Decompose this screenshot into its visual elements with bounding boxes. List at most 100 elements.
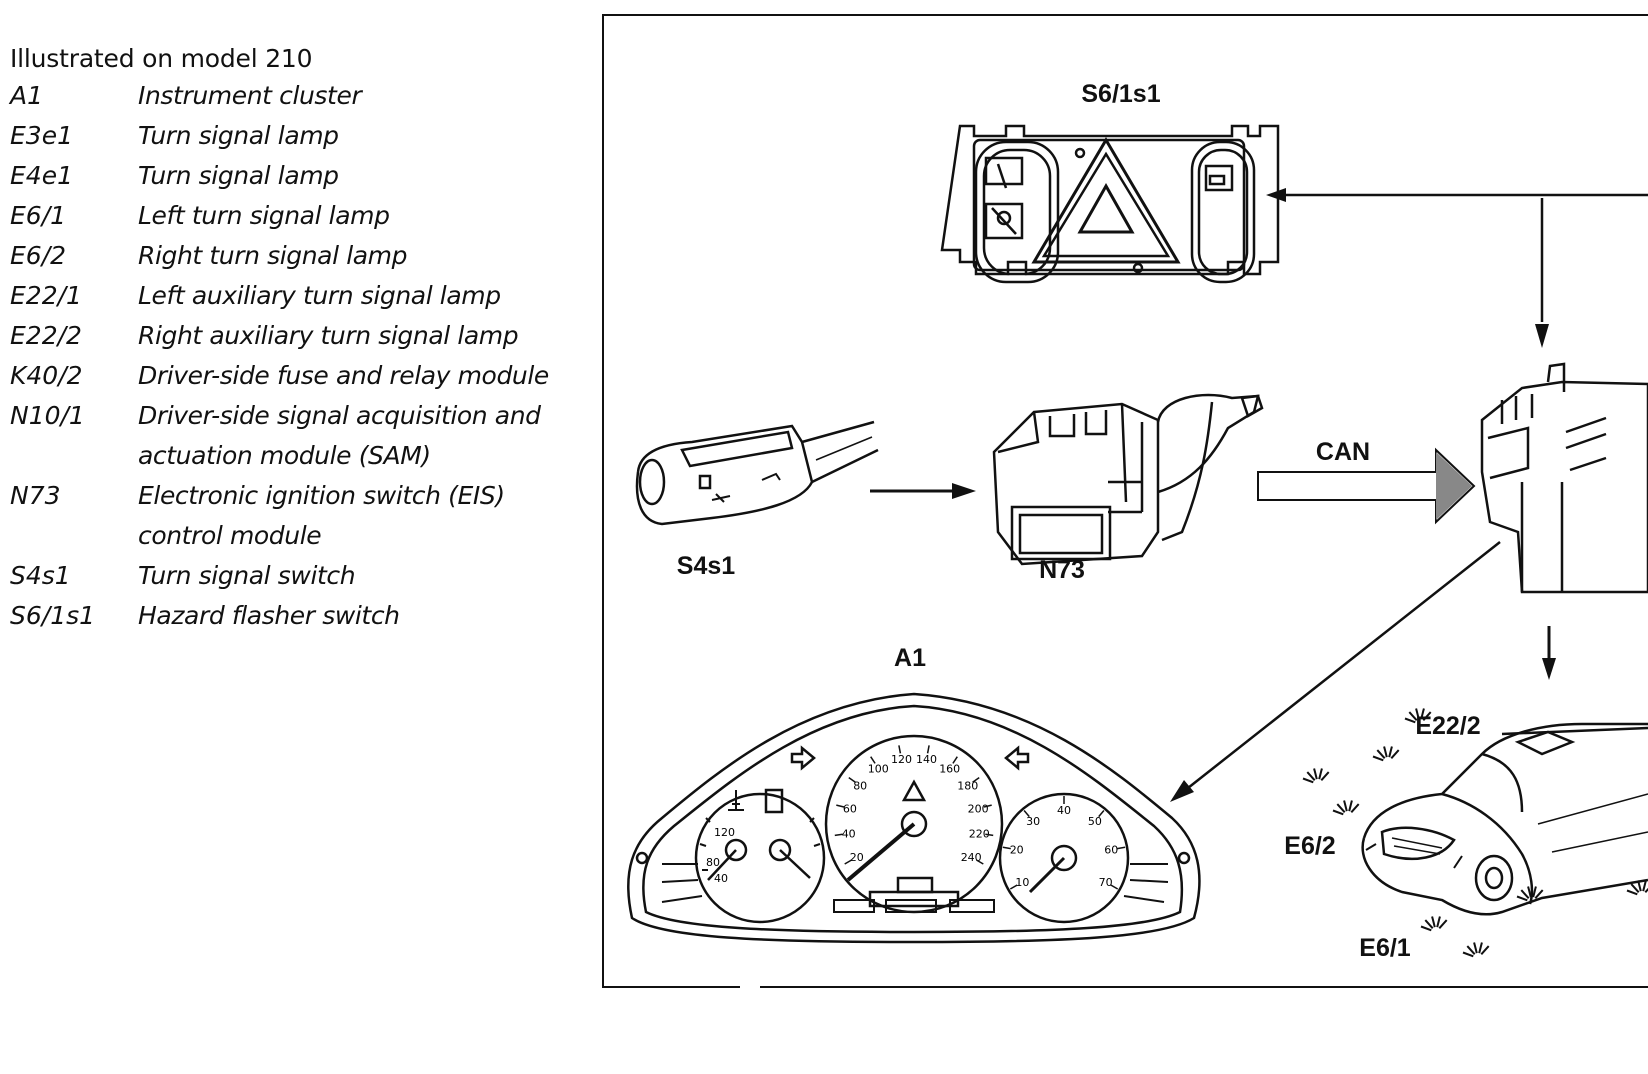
- speedometer-tick-label: 80: [853, 780, 867, 793]
- legend-item: E6/2 Right turn signal lamp: [10, 236, 595, 276]
- lamp-ray: [1376, 749, 1386, 759]
- legend-code: E22/2: [10, 321, 82, 350]
- speedometer-tick-label: 160: [939, 763, 960, 776]
- lamp-ray: [1420, 925, 1432, 932]
- lamp-ray-burst: [1516, 886, 1544, 902]
- right-turn-indicator-icon: [1004, 745, 1030, 771]
- lamp-ray-burst: [1462, 942, 1490, 958]
- lamp-ray: [1415, 708, 1420, 720]
- tachometer-tick-mark: [1009, 884, 1018, 890]
- speedometer-tick-label: 180: [957, 780, 978, 793]
- lamp-ray-burst: [1626, 880, 1648, 896]
- lamp-ray: [1642, 880, 1647, 892]
- speedometer-tick-mark: [870, 756, 876, 764]
- speedometer-tick-label: 60: [843, 802, 857, 815]
- lamp-flash-rays: [1302, 708, 1648, 958]
- legend-heading: Illustrated on model 210: [10, 44, 313, 73]
- legend-code: K40/2: [10, 361, 83, 390]
- lamp-ray: [1320, 771, 1330, 781]
- speedometer-tick-label: 140: [916, 753, 937, 766]
- speedometer-tick-label: 200: [968, 802, 989, 815]
- label-a1: A1: [894, 644, 926, 672]
- arrow-to-hazard-switch: [1266, 188, 1648, 348]
- tachometer-tick-label: 70: [1099, 876, 1113, 889]
- legend-item: S4s1 Turn signal switch: [10, 556, 595, 596]
- lamp-ray: [1534, 889, 1544, 899]
- lamp-ray: [1332, 809, 1344, 816]
- lamp-ray: [1390, 749, 1400, 759]
- lamp-ray: [1420, 708, 1425, 720]
- legend-description: Driver-side fuse and relay module: [138, 361, 549, 390]
- instrument-cluster: [627, 692, 1201, 944]
- legend-item: K40/2 Driver-side fuse and relay module: [10, 356, 595, 396]
- tachometer-tick-label: 60: [1104, 844, 1118, 857]
- lamp-ray: [1424, 919, 1434, 929]
- legend-description: Left turn signal lamp: [138, 201, 390, 230]
- speedometer-tick-mark: [848, 776, 856, 783]
- tachometer: [998, 792, 1130, 924]
- legend-code: E6/2: [10, 241, 67, 270]
- coolant-tick-120: 120: [714, 826, 735, 839]
- speedometer-tick-label: 120: [891, 753, 912, 766]
- lamp-ray-burst: [1420, 916, 1448, 932]
- left-turn-indicator-icon: [790, 745, 816, 771]
- frame-border: [602, 14, 1648, 988]
- component-diagram: S6/1s1 S4s1 N73 CAN: [602, 14, 1648, 988]
- lamp-ray: [1516, 895, 1528, 902]
- legend-description: Hazard flasher switch: [138, 601, 400, 630]
- coolant-tick-40: 40: [714, 872, 728, 885]
- lamp-ray: [1630, 883, 1640, 893]
- lamp-ray: [1350, 803, 1360, 813]
- arrow-to-instrument-cluster: [1170, 541, 1501, 802]
- speedometer-tick-mark: [972, 776, 980, 783]
- lamp-ray: [1466, 945, 1476, 955]
- speedometer-tick-mark: [836, 804, 845, 808]
- legend-description: Instrument cluster: [138, 81, 362, 110]
- coolant-tick-80: 80: [706, 856, 720, 869]
- legend-description: Right turn signal lamp: [138, 241, 408, 270]
- lamp-ray: [1431, 916, 1436, 928]
- speedometer-tick-label: 40: [842, 827, 856, 840]
- hazard-flasher-switch: [940, 124, 1280, 284]
- label-can: CAN: [1316, 438, 1370, 466]
- speedometer-tick-label: 20: [850, 851, 864, 864]
- lamp-ray: [1313, 768, 1318, 780]
- tachometer-tick-mark: [1023, 810, 1030, 818]
- legend-description: Left auxiliary turn signal lamp: [138, 281, 501, 310]
- speedometer-tick-label: 220: [969, 827, 990, 840]
- legend-description: Electronic ignition switch (EIS) control…: [138, 481, 505, 550]
- lamp-ray: [1527, 886, 1532, 898]
- legend-description: Turn signal switch: [138, 561, 356, 590]
- tachometer-tick-mark: [1002, 846, 1011, 850]
- legend-code: S4s1: [10, 561, 71, 590]
- lamp-ray: [1348, 800, 1353, 812]
- lamp-ray-burst: [1302, 768, 1330, 784]
- label-s4s1: S4s1: [677, 552, 735, 580]
- speedometer: [824, 734, 1004, 914]
- legend-code: N73: [10, 481, 61, 510]
- tachometer-tick-label: 10: [1015, 876, 1029, 889]
- tachometer-tick-label: 40: [1057, 804, 1071, 817]
- speedometer-tick-mark: [985, 833, 994, 837]
- lamp-ray: [1318, 768, 1323, 780]
- vehicle-illustration: [1361, 722, 1648, 916]
- tachometer-tick-label: 50: [1088, 815, 1102, 828]
- lamp-ray: [1626, 889, 1638, 896]
- lamp-ray: [1436, 916, 1441, 928]
- label-s6-1s1: S6/1s1: [1081, 80, 1160, 108]
- lamp-ray: [1408, 711, 1418, 721]
- lamp-ray: [1478, 942, 1483, 954]
- legend-item: N73 Electronic ignition switch (EIS) cont…: [10, 476, 595, 556]
- lamp-ray: [1388, 746, 1393, 758]
- arrow-to-car: [1542, 626, 1556, 680]
- sam-module: [1480, 362, 1648, 594]
